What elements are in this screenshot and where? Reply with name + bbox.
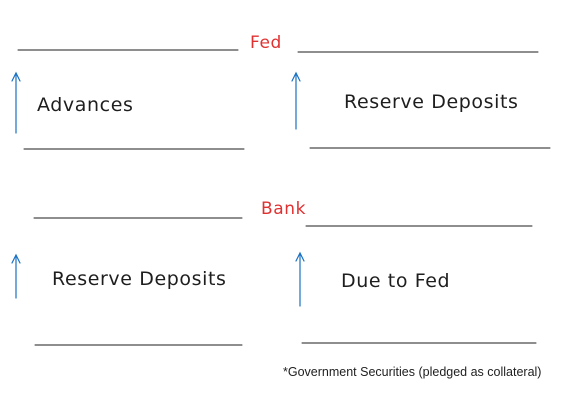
fed-liabilities-label: Reserve Deposits: [344, 91, 519, 113]
bank-liabilities-label: Due to Fed: [341, 270, 450, 292]
fed-liabilities-increase-arrow: [291, 71, 301, 130]
bank-liabilities-increase-arrow: [295, 251, 305, 307]
fed-t-account: Fed Advances Reserve Deposits: [11, 33, 551, 150]
fed-assets-label: Advances: [37, 94, 134, 116]
collateral-footnote: *Government Securities (pledged as colla…: [283, 365, 541, 379]
fed-title: Fed: [250, 33, 282, 53]
bank-t-account: Bank Reserve Deposits Due to Fed: [11, 199, 537, 346]
bank-title: Bank: [261, 199, 306, 219]
bank-assets-increase-arrow: [11, 253, 21, 299]
fed-assets-increase-arrow: [11, 71, 21, 134]
bank-assets-label: Reserve Deposits: [52, 268, 227, 290]
